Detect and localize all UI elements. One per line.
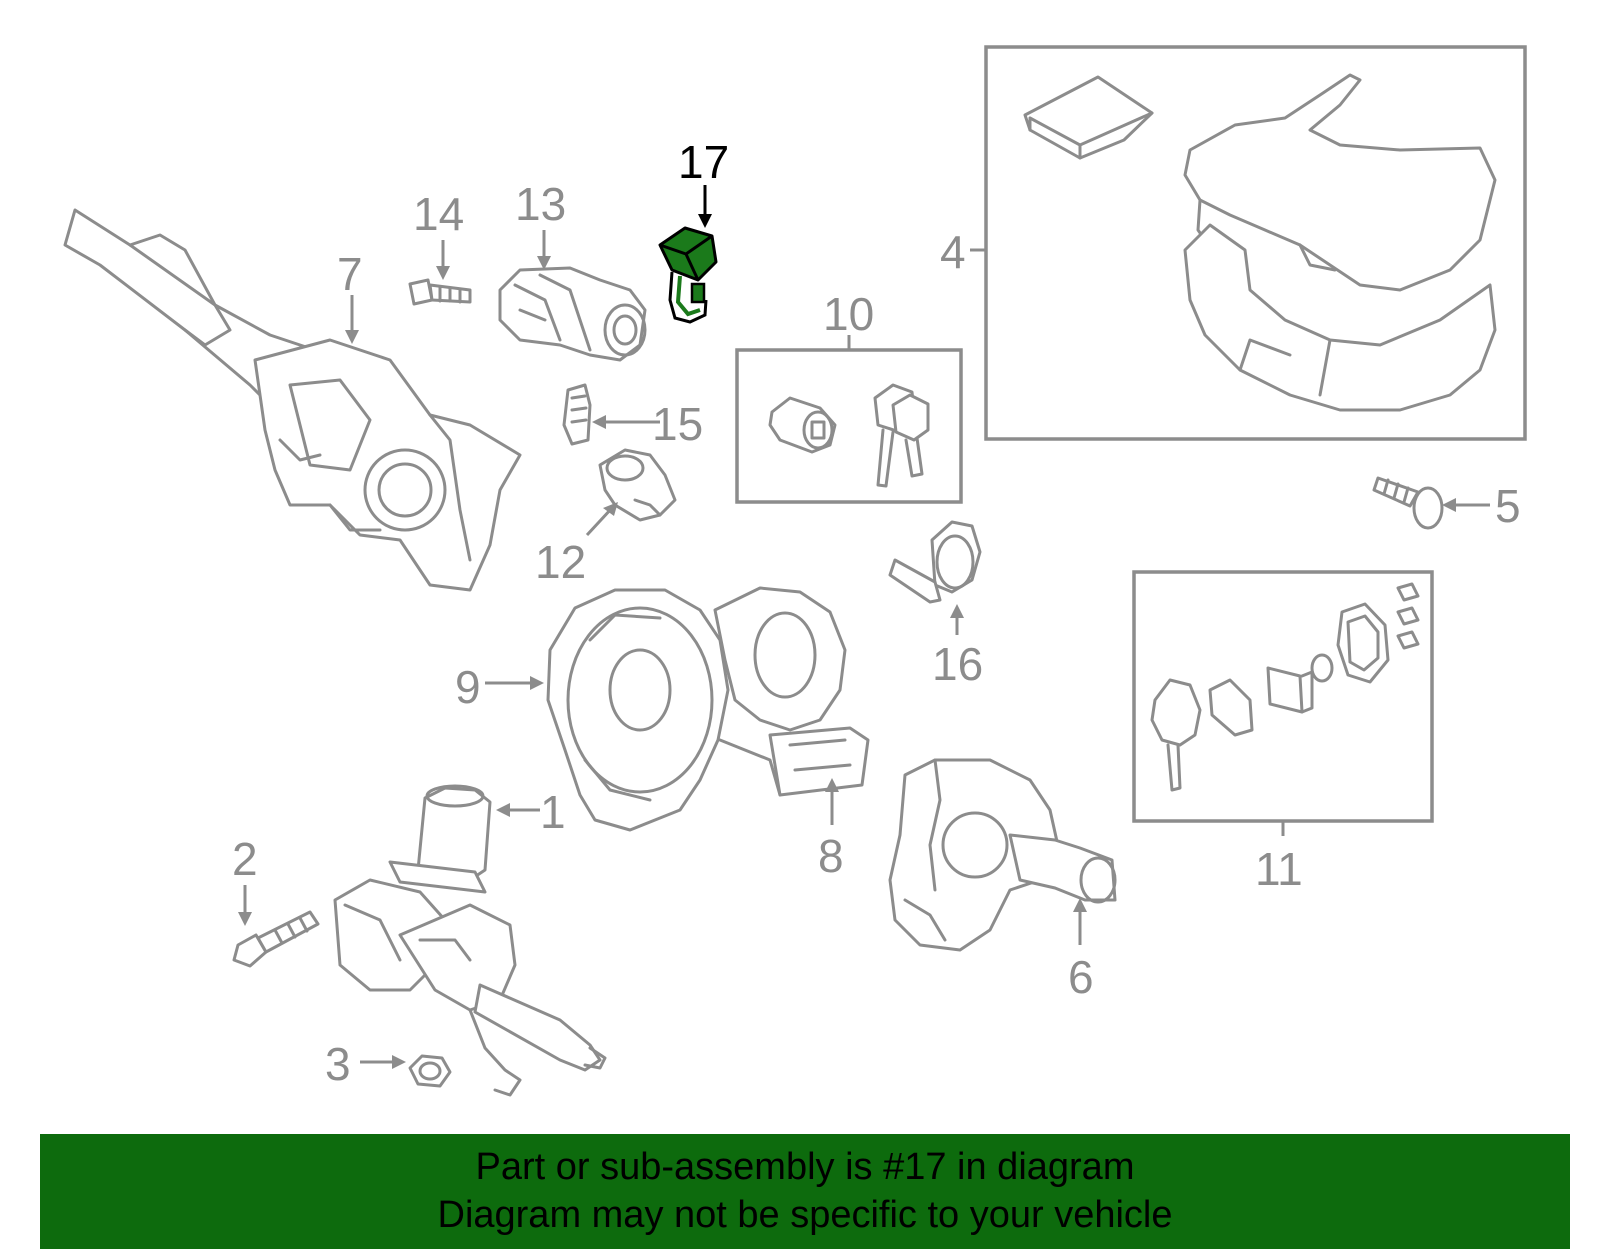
part-12-sensor[interactable] <box>598 448 677 522</box>
callout-8: 8 <box>818 830 844 882</box>
callout-labels: 7 14 13 17 15 12 10 4 5 16 11 9 1 8 2 3 … <box>232 136 1521 1090</box>
callout-12: 12 <box>535 536 586 588</box>
callout-15: 15 <box>652 398 703 450</box>
callout-16: 16 <box>932 638 983 690</box>
callout-4: 4 <box>940 226 966 278</box>
callout-13: 13 <box>515 178 566 230</box>
callout-11: 11 <box>1255 843 1303 895</box>
part-5-screw[interactable] <box>1372 476 1444 530</box>
callout-2: 2 <box>232 833 258 885</box>
callout-9: 9 <box>455 661 481 713</box>
part-1-steering-column[interactable] <box>333 784 607 1097</box>
callout-17: 17 <box>678 136 729 188</box>
part-4-column-cover[interactable] <box>984 45 1527 441</box>
callout-6: 6 <box>1068 951 1094 1003</box>
part-2-bolt[interactable] <box>232 910 320 968</box>
part-15-clip[interactable] <box>562 383 592 446</box>
part-9-spiral-cable[interactable] <box>546 586 870 832</box>
part-13-ignition-switch[interactable] <box>498 266 647 362</box>
callout-10: 10 <box>823 288 874 340</box>
callout-14: 14 <box>413 188 464 240</box>
callout-1: 1 <box>540 786 566 838</box>
callout-7: 7 <box>337 248 363 300</box>
part-17-highlighted-switch[interactable] <box>658 226 718 324</box>
callout-3: 3 <box>325 1038 351 1090</box>
part-11-key-set[interactable] <box>1132 570 1434 823</box>
part-6-wiper-switch[interactable] <box>888 758 1117 952</box>
leader-lines <box>238 185 1490 1069</box>
part-16-bracket[interactable] <box>888 520 982 604</box>
banner-line-1: Part or sub-assembly is #17 in diagram <box>475 1146 1135 1188</box>
part-10-lock-cylinder-set[interactable] <box>735 348 963 504</box>
info-banner: Part or sub-assembly is #17 in diagram D… <box>40 1134 1570 1249</box>
callout-5: 5 <box>1495 480 1521 532</box>
part-14-bolt[interactable] <box>408 278 472 306</box>
part-8-control-unit[interactable] <box>788 738 852 772</box>
part-7-turn-signal-switch[interactable] <box>63 208 522 592</box>
part-3-nut[interactable] <box>408 1054 452 1088</box>
banner-line-2: Diagram may not be specific to your vehi… <box>437 1194 1173 1236</box>
